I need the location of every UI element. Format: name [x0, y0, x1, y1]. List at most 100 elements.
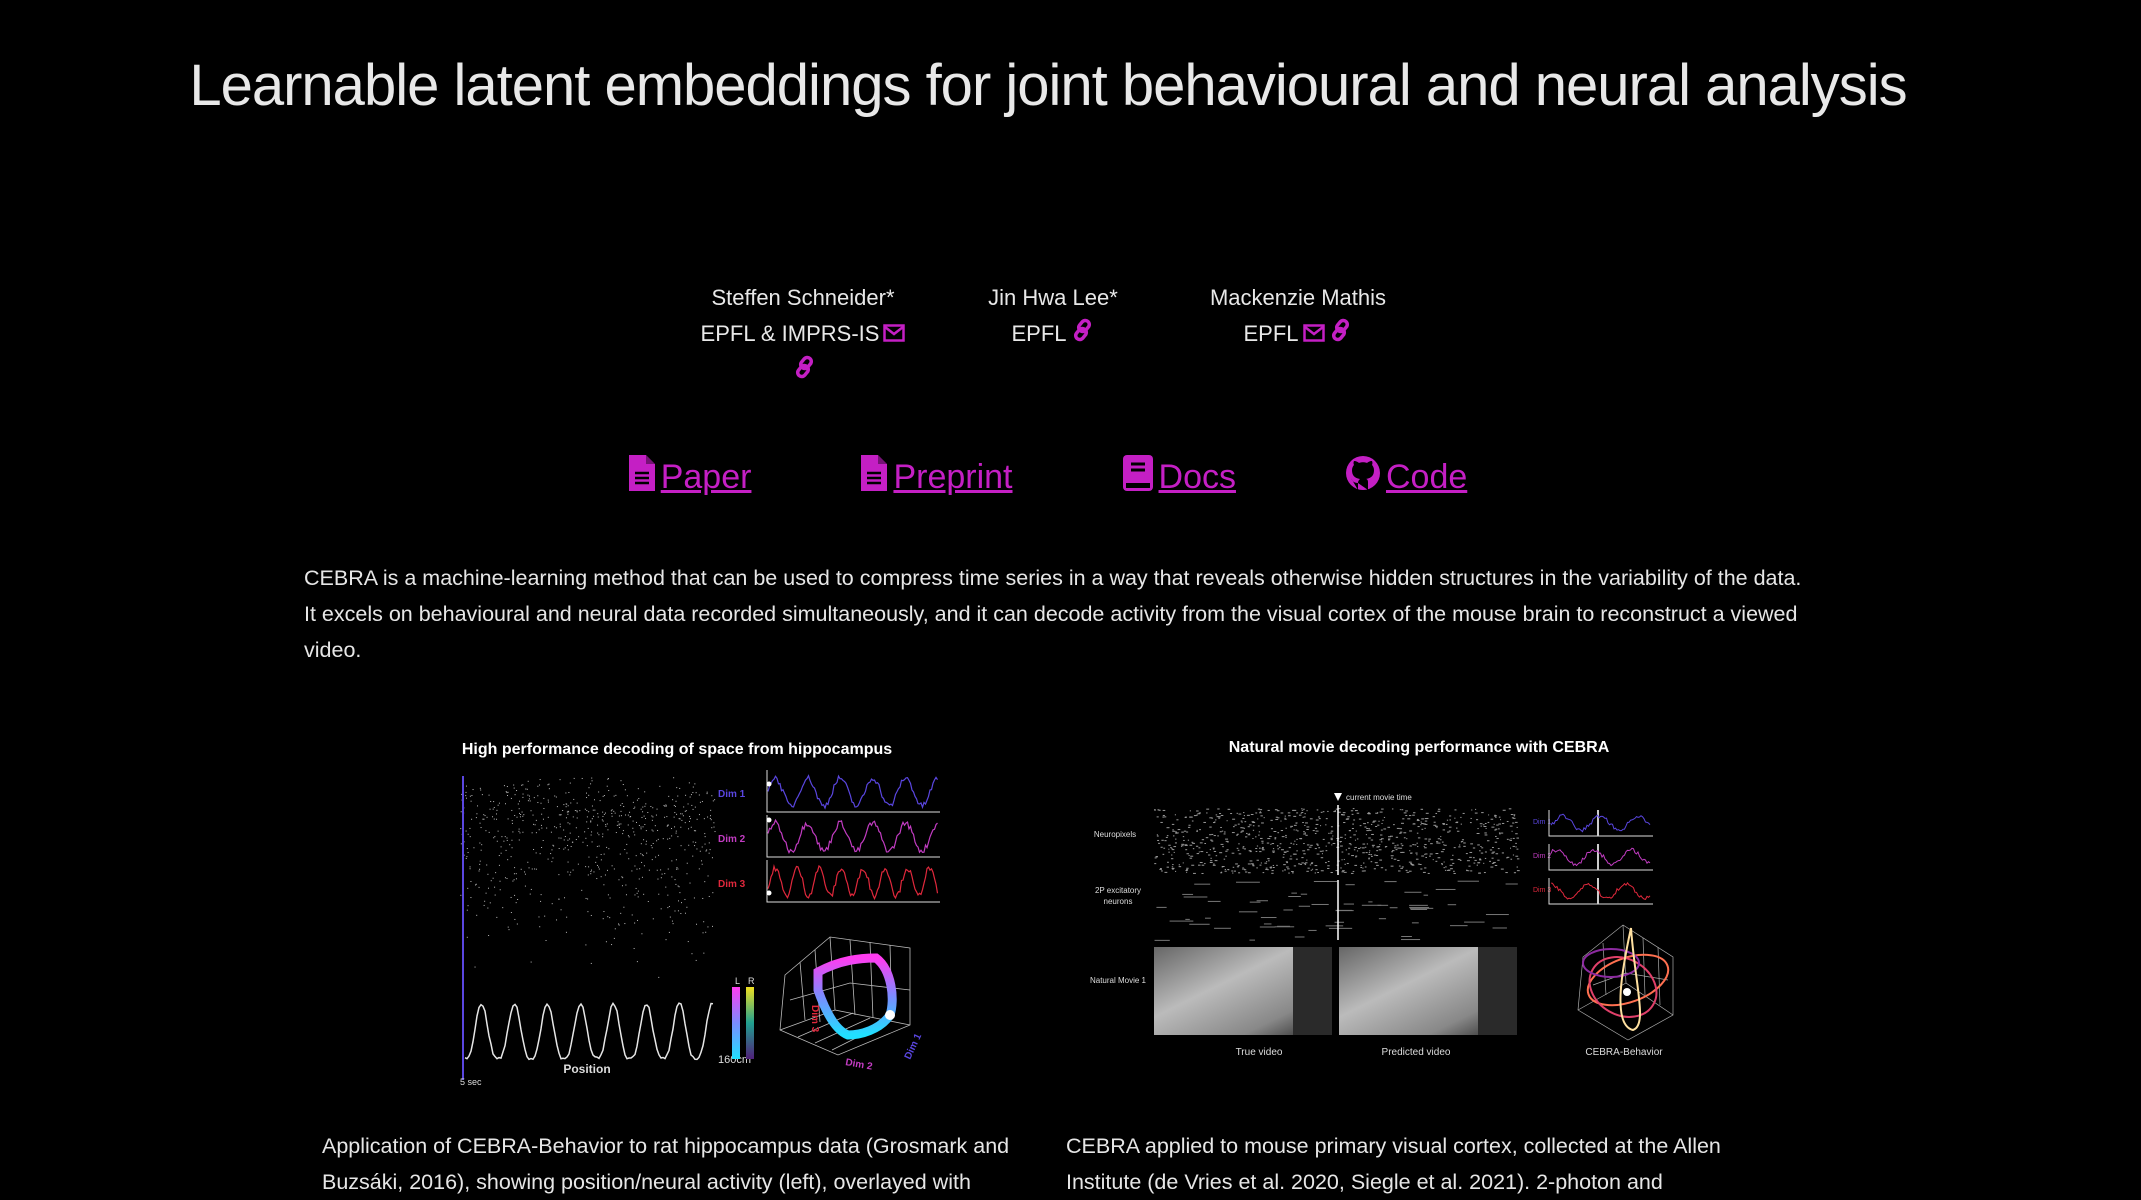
spike [1240, 820, 1243, 822]
calcium-trace [1311, 903, 1329, 905]
intro-paragraph: CEBRA is a machine-learning method that … [304, 565, 1802, 662]
spike [1346, 862, 1349, 864]
spike [651, 847, 653, 849]
spike [1506, 856, 1510, 858]
spike [1407, 818, 1411, 820]
spike [512, 880, 514, 882]
spike [1351, 828, 1354, 830]
code-link[interactable]: Code [1345, 455, 1467, 500]
envelope-icon[interactable] [883, 317, 906, 353]
spike [637, 896, 639, 898]
spike [1211, 840, 1214, 842]
calcium-trace [1182, 893, 1194, 895]
spike [1361, 870, 1365, 872]
spike [1298, 814, 1302, 816]
spike [647, 812, 649, 814]
spike [1422, 871, 1426, 873]
spike [1164, 816, 1167, 818]
spike [711, 795, 713, 797]
spike [1187, 839, 1190, 841]
spike [652, 816, 654, 818]
preprint-link[interactable]: Preprint [861, 455, 1013, 500]
marker-label: current movie time [1346, 793, 1412, 802]
dim1-label: Dim 1 [718, 789, 746, 800]
spike [645, 840, 647, 842]
spike [1440, 836, 1442, 838]
spike [1463, 842, 1466, 844]
spike [1312, 830, 1315, 832]
spike [618, 879, 620, 881]
spike [566, 803, 568, 805]
spike [1272, 866, 1275, 868]
spike [1177, 829, 1181, 831]
link-icon[interactable] [1071, 317, 1095, 353]
spike [1416, 842, 1418, 844]
spike [1306, 859, 1308, 861]
spike [1433, 824, 1437, 826]
spike [547, 801, 549, 803]
spike [1374, 820, 1377, 822]
spike [480, 827, 482, 829]
spike [465, 785, 467, 787]
spike [1368, 837, 1371, 839]
docs-link[interactable]: Docs [1122, 455, 1236, 500]
spike [1286, 850, 1289, 852]
spike [481, 844, 483, 846]
spike [1289, 858, 1293, 860]
spike [1384, 846, 1387, 848]
spike [1377, 824, 1380, 826]
spike [1320, 870, 1324, 872]
spike [1424, 853, 1426, 855]
author-affiliation: EPFL [1011, 321, 1067, 346]
spike [463, 854, 465, 856]
spike [1164, 840, 1167, 842]
spike [1243, 815, 1245, 817]
spike [575, 827, 577, 829]
envelope-icon[interactable] [1302, 317, 1325, 353]
spike [531, 868, 533, 870]
spike [1490, 818, 1494, 820]
spike [1314, 872, 1317, 874]
spike [567, 805, 569, 807]
spike [615, 832, 617, 834]
spike [644, 791, 646, 793]
spike [673, 816, 675, 818]
spike [1409, 830, 1413, 832]
spike [1260, 837, 1263, 839]
spike [1342, 870, 1345, 872]
dim-trace [767, 863, 939, 901]
spike [1275, 816, 1278, 818]
spike [1500, 819, 1502, 821]
link-icon[interactable] [793, 354, 817, 390]
spike [527, 794, 529, 796]
spike [1231, 832, 1235, 834]
spike [641, 933, 643, 935]
spike [626, 795, 628, 797]
spike [1487, 821, 1490, 823]
spike [524, 873, 526, 875]
spike [565, 931, 567, 933]
spike [528, 798, 530, 800]
spike [513, 879, 515, 881]
spike [606, 823, 608, 825]
link-icon[interactable] [1329, 317, 1353, 353]
spike [1231, 852, 1235, 854]
spike [514, 815, 516, 817]
spike [1192, 842, 1195, 844]
author-name: Steffen Schneider* [711, 285, 895, 310]
paper-link[interactable]: Paper [628, 455, 751, 500]
spike [615, 794, 617, 796]
calcium-trace [1409, 906, 1430, 908]
spike [679, 818, 681, 820]
spike [500, 846, 502, 848]
spike [634, 894, 636, 896]
spike [596, 878, 598, 880]
spike [504, 836, 506, 838]
spike [714, 831, 716, 833]
spike [542, 839, 544, 841]
spike [552, 857, 554, 859]
dim-trace [1550, 881, 1651, 900]
spike [1260, 862, 1262, 864]
spike [711, 857, 713, 859]
calcium-trace [1263, 923, 1272, 925]
